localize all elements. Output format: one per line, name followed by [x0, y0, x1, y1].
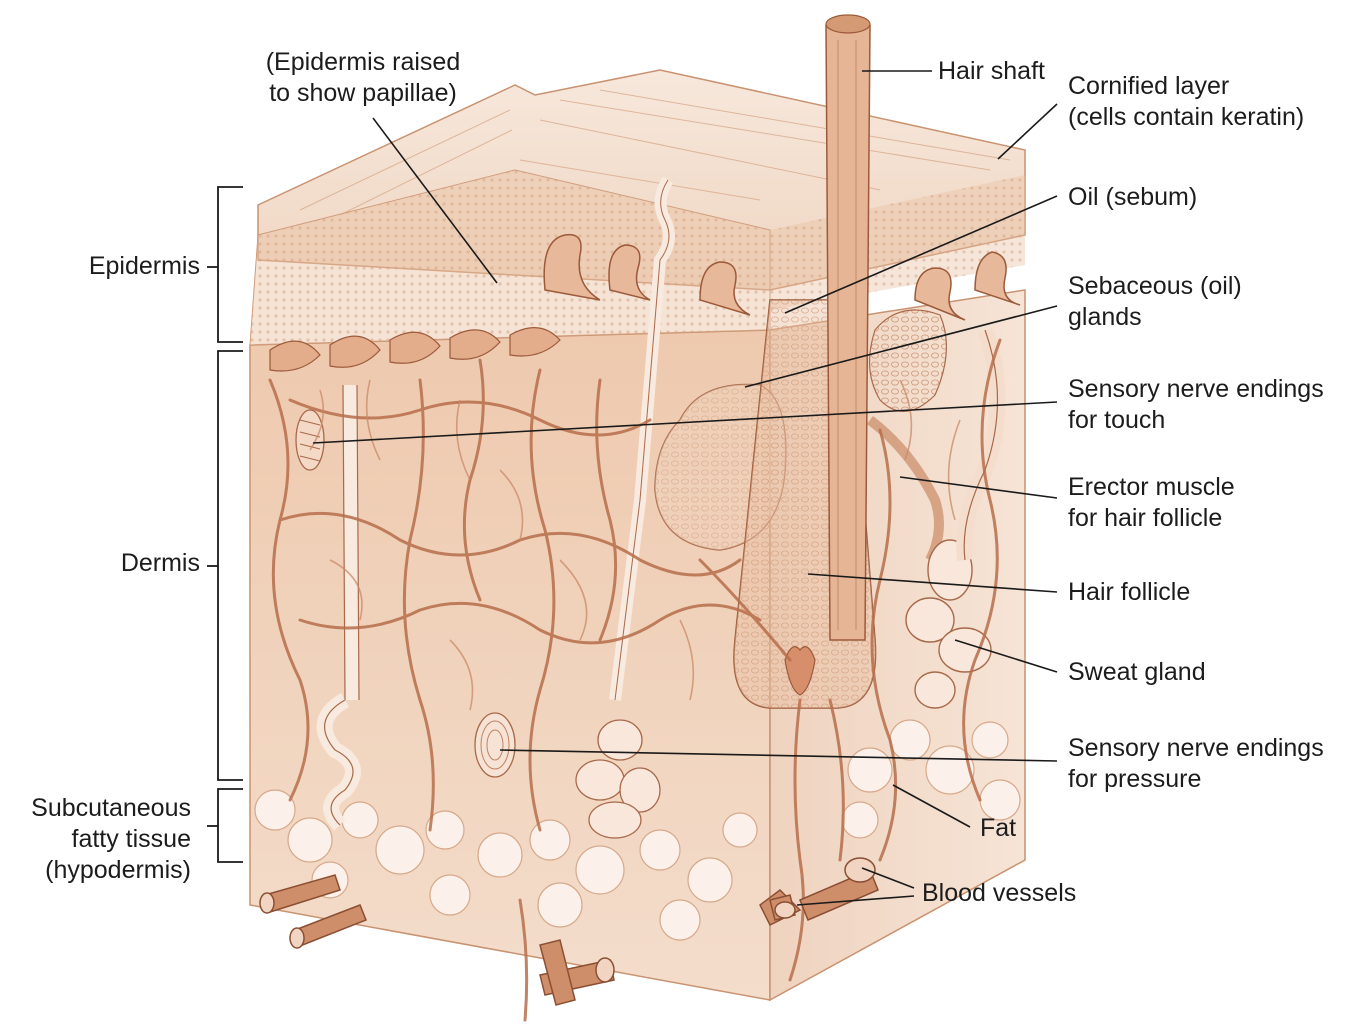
label-line: Hair shaft [938, 56, 1045, 87]
label-line: (Epidermis raised [250, 47, 476, 78]
label-cornified-layer: Cornified layer (cells contain keratin) [1068, 71, 1304, 133]
label-line: Sebaceous (oil) [1068, 271, 1242, 302]
leader-cornified-layer [998, 104, 1057, 159]
label-sebaceous-glands: Sebaceous (oil) glands [1068, 271, 1242, 333]
label-touch-endings: Sensory nerve endings for touch [1068, 374, 1324, 436]
label-line: for pressure [1068, 764, 1324, 795]
label-pressure-endings: Sensory nerve endings for pressure [1068, 733, 1324, 795]
label-line: Epidermis [40, 251, 200, 282]
label-blood-vessels: Blood vessels [922, 878, 1076, 909]
label-line: Cornified layer [1068, 71, 1304, 102]
label-epidermis: Epidermis [40, 251, 200, 282]
label-line: fatty tissue [0, 824, 191, 855]
label-epidermis-raised: (Epidermis raised to show papillae) [250, 47, 476, 109]
label-dermis: Dermis [40, 548, 200, 579]
label-line: Dermis [40, 548, 200, 579]
label-line: Fat [980, 813, 1016, 844]
label-line: (cells contain keratin) [1068, 102, 1304, 133]
label-line: Sensory nerve endings [1068, 733, 1324, 764]
hypodermis-bracket [218, 789, 243, 862]
epidermis-bracket [218, 187, 243, 342]
label-line: Hair follicle [1068, 577, 1190, 608]
label-line: (hypodermis) [0, 855, 191, 886]
label-line: Sensory nerve endings [1068, 374, 1324, 405]
label-line: glands [1068, 302, 1242, 333]
label-subcutaneous: Subcutaneous fatty tissue (hypodermis) [0, 793, 191, 886]
label-hair-shaft: Hair shaft [938, 56, 1045, 87]
label-line: to show papillae) [250, 78, 476, 109]
label-line: Blood vessels [922, 878, 1076, 909]
label-erector-muscle: Erector muscle for hair follicle [1068, 472, 1235, 534]
label-sweat-gland: Sweat gland [1068, 657, 1206, 688]
touch-receptor [296, 410, 324, 470]
pressure-receptor [475, 713, 515, 777]
layer-brackets [207, 187, 243, 862]
label-oil-sebum: Oil (sebum) [1068, 182, 1197, 213]
label-line: Subcutaneous [0, 793, 191, 824]
label-line: for touch [1068, 405, 1324, 436]
dermis-bracket [218, 351, 243, 780]
hair-shaft [826, 18, 870, 641]
label-hair-follicle: Hair follicle [1068, 577, 1190, 608]
label-line: Oil (sebum) [1068, 182, 1197, 213]
skin-block [250, 15, 1025, 1020]
label-line: for hair follicle [1068, 503, 1235, 534]
label-line: Erector muscle [1068, 472, 1235, 503]
label-fat: Fat [980, 813, 1016, 844]
label-line: Sweat gland [1068, 657, 1206, 688]
